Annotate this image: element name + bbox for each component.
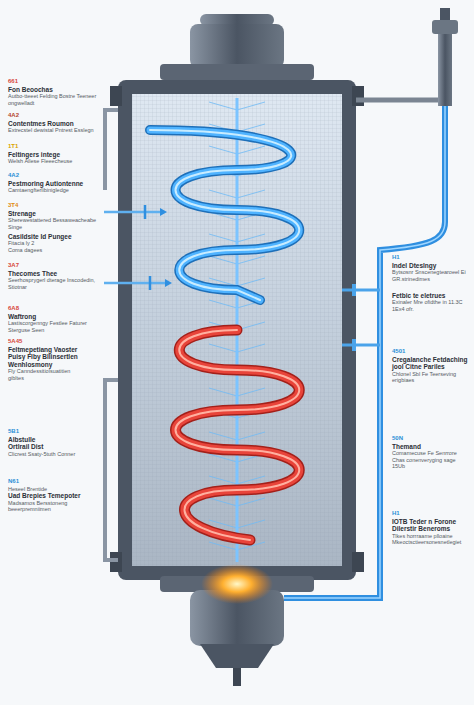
callout-number: 1T1 <box>8 143 98 150</box>
callout-group: 4A2Pestmoring AutiontenneCamtaengfterlib… <box>8 172 98 194</box>
label-heading: Pestmoring Autiontenne <box>8 180 98 187</box>
housing-frame <box>118 80 356 580</box>
valve-body <box>438 34 452 106</box>
pipe-fitting <box>352 284 356 296</box>
callout-group: 5B1AlbstulleOrtlrail DistClicrest Ssaty-… <box>8 428 98 457</box>
callout-number: H1 <box>392 254 470 261</box>
label-heading: Waftrong <box>8 313 98 320</box>
label-body: Welsh Ailese Fleeecheuse <box>8 158 98 164</box>
callout-number: 661 <box>8 78 98 85</box>
callout-number: 4A2 <box>8 112 98 119</box>
label-heading: Puisy Flby Bllinsertlen <box>8 353 98 360</box>
callout-group: Fetbic te eletruesExinaler Mre ofidthe i… <box>392 292 470 312</box>
label-body: Bytsosnr Snscenegtearoeel Ei GR.strinedi… <box>392 269 470 282</box>
callout-group: 6A8WaftrongLastiscorgenngy Festlee Fatur… <box>8 305 98 333</box>
label-heading: Fon Beoochas <box>8 86 98 93</box>
valve-head <box>432 20 458 34</box>
label-body: Exinaler Mre ofidthe in 11.3C 1Ex4 ofr. <box>392 299 470 312</box>
label-body: Seerhosprygerl dterage Inscodedin, Stiot… <box>8 277 98 290</box>
label-body: Heseel Brentide <box>8 486 98 492</box>
callout-number: 4501 <box>392 348 470 355</box>
label-body: Tlkes horrraame plloaine Mkeoctsctieerso… <box>392 533 470 546</box>
callout-number: 6A8 <box>8 305 98 312</box>
label-heading: Themand <box>392 443 470 450</box>
pipe-fitting <box>352 339 356 351</box>
label-heading: Uad Brepies Temepoter <box>8 492 98 499</box>
grey-pipe <box>105 110 118 190</box>
label-body: gibltes <box>8 375 98 381</box>
callout-group: Casildsite Id PungeeFitacia ly 2Coma dag… <box>8 233 98 253</box>
label-body: Coma dagees <box>8 247 98 253</box>
label-body: Sherewestattered Bessaweacheabe Singe <box>8 217 98 230</box>
callout-group: 1T1Feltingers integeWelsh Ailese Fleeech… <box>8 143 98 165</box>
label-body: Fly Canndessitiolsuatitien <box>8 368 98 374</box>
callout-number: N61 <box>8 478 98 485</box>
callout-group: 661Fon BeoochasAutbo-tteeet Felding Bost… <box>8 78 98 106</box>
top-cap <box>190 24 284 68</box>
callout-group: 50NThemandComamecuse Fe Senrrore Chas co… <box>392 435 470 469</box>
label-heading: Dilerstir Beneroms <box>392 525 470 532</box>
grey-pipe <box>105 380 118 560</box>
label-body: Clicrest Ssaty-5tuth Conner <box>8 451 98 457</box>
label-heading: Strenage <box>8 210 98 217</box>
callout-number: 5B1 <box>8 428 98 435</box>
mesh-grid <box>132 94 342 566</box>
label-body: Camtaengfterlibinigledge <box>8 187 98 193</box>
label-heading: Indel Dteslngy <box>392 262 470 269</box>
label-body: Fitacia ly 2 <box>8 240 98 246</box>
drain-stem <box>233 668 241 686</box>
mesh-chamber <box>132 94 342 566</box>
callout-number: 3A7 <box>8 262 98 269</box>
label-body: Autbo-tteeet Felding Bostre Teeneer ongw… <box>8 93 98 106</box>
heat-glow <box>201 564 273 604</box>
callout-number: 4A2 <box>8 172 98 179</box>
label-heading: jool Citne Pariles <box>392 363 470 370</box>
frame-bracket <box>352 552 364 572</box>
callout-group: H1IOTB Teder n ForoneDilerstir BeneromsT… <box>392 510 470 545</box>
bottom-cone <box>200 644 274 668</box>
inlet-line <box>104 212 165 283</box>
callout-group: H1Indel DteslngyBytsosnr Snscenegtearoee… <box>392 254 470 282</box>
label-heading: Ortlrail Dist <box>8 443 98 450</box>
t-fitting <box>145 205 150 290</box>
callout-number: 3T4 <box>8 202 98 209</box>
callout-group: 5A45Feltmepetiang VaosterPuisy Flby Blli… <box>8 338 98 381</box>
callout-number: 5A45 <box>8 338 98 345</box>
label-heading: Cregalanche Fetdaching <box>392 356 470 363</box>
frame-bracket <box>110 86 122 106</box>
label-body: Chlonel Sbl Fe Teerseving erigbiaes <box>392 371 470 384</box>
frame-bracket <box>352 86 364 106</box>
label-heading: Thecomes Thee <box>8 270 98 277</box>
label-body: Extrecstel dewistal Pntrest Esslegn <box>8 127 98 133</box>
callout-group: N61Heseel BrentideUad Brepies TemepoterM… <box>8 478 98 512</box>
label-body: Lastiscorgenngy Festlee Faturer Sterguse… <box>8 320 98 333</box>
flow-arrowhead <box>160 208 172 287</box>
callout-number: 50N <box>392 435 470 442</box>
callout-group: 4A2Contentmes RoumonExtrecstel dewistal … <box>8 112 98 134</box>
heating-coil <box>176 330 300 540</box>
label-heading: IOTB Teder n Forone <box>392 518 470 525</box>
label-heading: Fetbic te eletrues <box>392 292 470 299</box>
top-flange <box>160 64 314 80</box>
valve-cap <box>440 8 450 20</box>
label-heading: Feltingers intege <box>8 151 98 158</box>
label-heading: Feltmepetiang Vaoster <box>8 346 98 353</box>
label-heading: Wenhlosmony <box>8 361 98 368</box>
label-body: Madsamos Bersstoneng beeerpremniimen <box>8 500 98 513</box>
callout-group: 4501Cregalanche Fetdachingjool Citne Par… <box>392 348 470 383</box>
label-heading: Casildsite Id Pungee <box>8 233 98 240</box>
cooling-coil <box>150 130 299 300</box>
label-body: Comamecuse Fe Senrrore Chas conenverygin… <box>392 450 470 469</box>
label-heading: Albstulle <box>8 436 98 443</box>
callout-group: 3A7Thecomes TheeSeerhosprygerl dterage I… <box>8 262 98 290</box>
callout-group: 3T4StrenageSherewestattered Bessaweachea… <box>8 202 98 230</box>
callout-number: H1 <box>392 510 470 517</box>
grey-pipe <box>356 98 438 103</box>
label-heading: Contentmes Roumon <box>8 120 98 127</box>
pipe-stub <box>342 290 380 345</box>
